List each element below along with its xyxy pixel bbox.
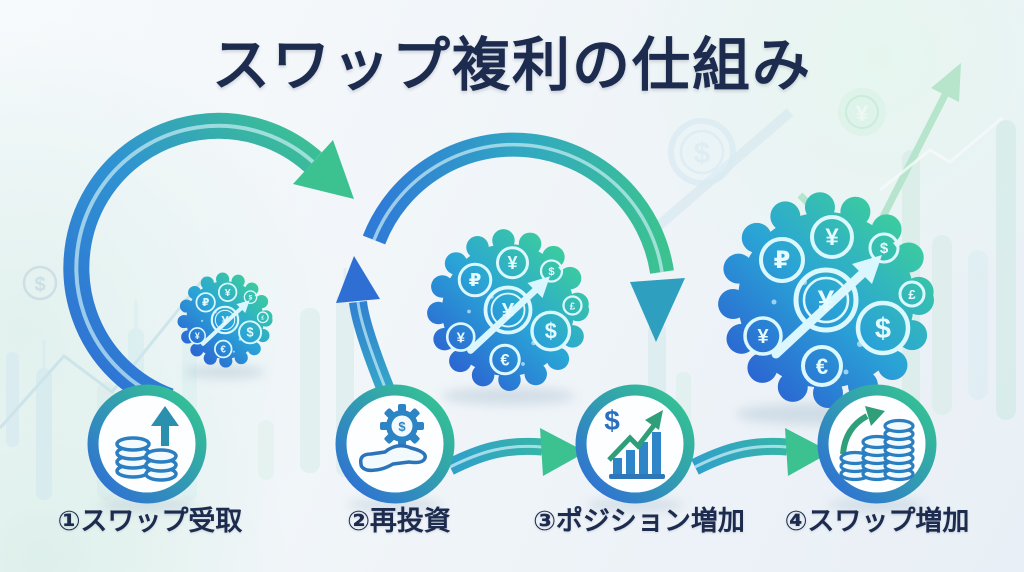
hand-icon [358, 444, 427, 473]
diagonal-trend-line [644, 108, 794, 239]
currency-sphere-medium [438, 240, 581, 380]
cycle-arrow-around-step1 [63, 112, 354, 414]
svg-text:¥: ¥ [856, 101, 869, 126]
step-2-label: ②再投資 [347, 506, 451, 536]
page-title: スワップ複利の仕組み [211, 33, 812, 98]
step-1-label: ①スワップ受取 [57, 506, 243, 536]
svg-text:$: $ [34, 274, 45, 296]
left-dollar-coin-icon: $ [22, 265, 58, 301]
currency-sphere-small [184, 279, 268, 361]
step-1-circle [87, 384, 207, 504]
right-yen-coin-icon: ¥ [838, 88, 886, 136]
coins-up-arrow-icon [115, 406, 179, 482]
up-arrow-step2-to-cycle [336, 256, 395, 394]
currency-sphere-large [733, 207, 924, 393]
step-2-circle: $ [335, 384, 455, 504]
svg-text:$: $ [604, 405, 620, 436]
step-4-label: ④スワップ増加 [784, 506, 970, 536]
top-dollar-coin-icon: $ [668, 118, 736, 186]
dollar-bar-chart-icon: $ [604, 405, 665, 479]
coin-stacks-growth-icon [839, 406, 915, 482]
svg-text:$: $ [694, 137, 711, 170]
svg-text:$: $ [398, 419, 406, 434]
arrow-step3-to-step4 [691, 428, 831, 476]
arrow-step2-to-step3 [446, 428, 586, 476]
right-bars [902, 120, 1016, 420]
step-3-circle: $ [575, 384, 695, 504]
step-4-circle [817, 384, 937, 504]
gear-icon: $ [380, 404, 424, 448]
step-3-label: ③ポジション増加 [533, 506, 745, 536]
arch-arrow-over-sphere2 [362, 132, 685, 342]
hand-gear-dollar-icon: $ [358, 404, 427, 473]
